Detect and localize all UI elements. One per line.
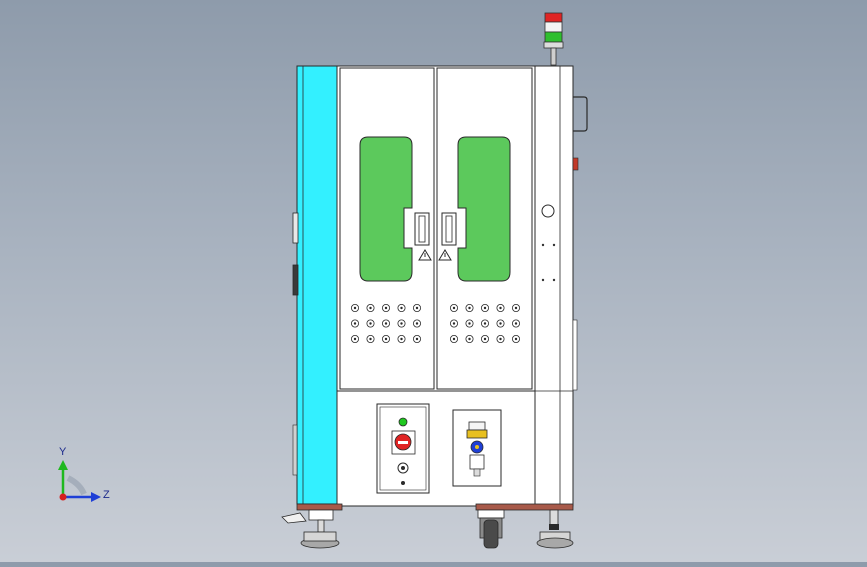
vent-hole-center [483, 322, 487, 325]
signal-tower-base [543, 41, 564, 49]
side-latch-upper [292, 212, 299, 244]
door-handles[interactable] [414, 212, 457, 246]
vent-hole-center [353, 337, 357, 341]
right-window [457, 136, 511, 282]
vent-hole-center [514, 337, 518, 341]
indicator-lamp-green [398, 417, 408, 427]
vent-hole-center [514, 322, 518, 325]
vent-hole-center [353, 322, 357, 325]
vent-hole-center [369, 306, 372, 310]
warning-triangle-icon [418, 249, 432, 261]
side-port-circle [541, 204, 555, 218]
vent-hole-center [415, 337, 419, 341]
vent-hole-center [452, 322, 456, 325]
leveling-foot-right [536, 509, 574, 549]
control-panel [376, 403, 430, 494]
right-vent-grid [449, 303, 521, 343]
vent-hole-center [483, 306, 487, 310]
left-side-panel [292, 65, 338, 505]
leveling-foot-left [281, 509, 340, 549]
vent-hole-center [483, 337, 487, 341]
vent-hole-center [369, 337, 372, 341]
z-axis-label: Z [103, 489, 110, 501]
vent-hole-center [499, 322, 502, 325]
cabinet-body [336, 65, 536, 507]
left-window [359, 136, 413, 282]
vent-hole-center [468, 337, 471, 341]
y-axis-label: Y [59, 446, 67, 458]
right-side-column [534, 65, 588, 507]
vent-hole-center [452, 337, 456, 341]
vent-hole-center [499, 306, 502, 310]
signal-light-green [544, 31, 563, 43]
vent-hole-center [499, 337, 502, 341]
vent-hole-center [384, 322, 388, 325]
vent-hole-center [384, 337, 388, 341]
vent-hole-center [514, 306, 518, 310]
vent-hole-center [415, 306, 419, 310]
vent-hole-center [353, 306, 357, 310]
vent-hole-center [468, 306, 471, 310]
vent-hole-center [400, 337, 403, 341]
signal-light-red [544, 12, 563, 23]
vent-hole-center [400, 306, 403, 310]
caster-wheel [477, 509, 505, 549]
vent-hole-center [452, 306, 456, 310]
side-vent-strip [292, 424, 298, 476]
vent-hole-center [369, 322, 372, 325]
side-red-button [572, 157, 579, 171]
side-latch-lower [292, 264, 299, 296]
triad-origin [59, 493, 67, 501]
vent-hole-center [400, 322, 403, 325]
door-windows [359, 136, 511, 282]
vent-hole-center [415, 322, 419, 325]
warning-triangle-icon [438, 249, 452, 261]
air-regulator-panel [452, 409, 502, 487]
side-handle [573, 96, 588, 132]
signal-light-white [544, 21, 563, 33]
coordinate-triad: Y Z [58, 446, 110, 502]
signal-tower [543, 12, 564, 66]
signal-tower-pole [550, 47, 557, 66]
vent-hole-center [384, 306, 388, 310]
vent-hole-center [468, 322, 471, 325]
left-vent-grid [350, 303, 421, 343]
